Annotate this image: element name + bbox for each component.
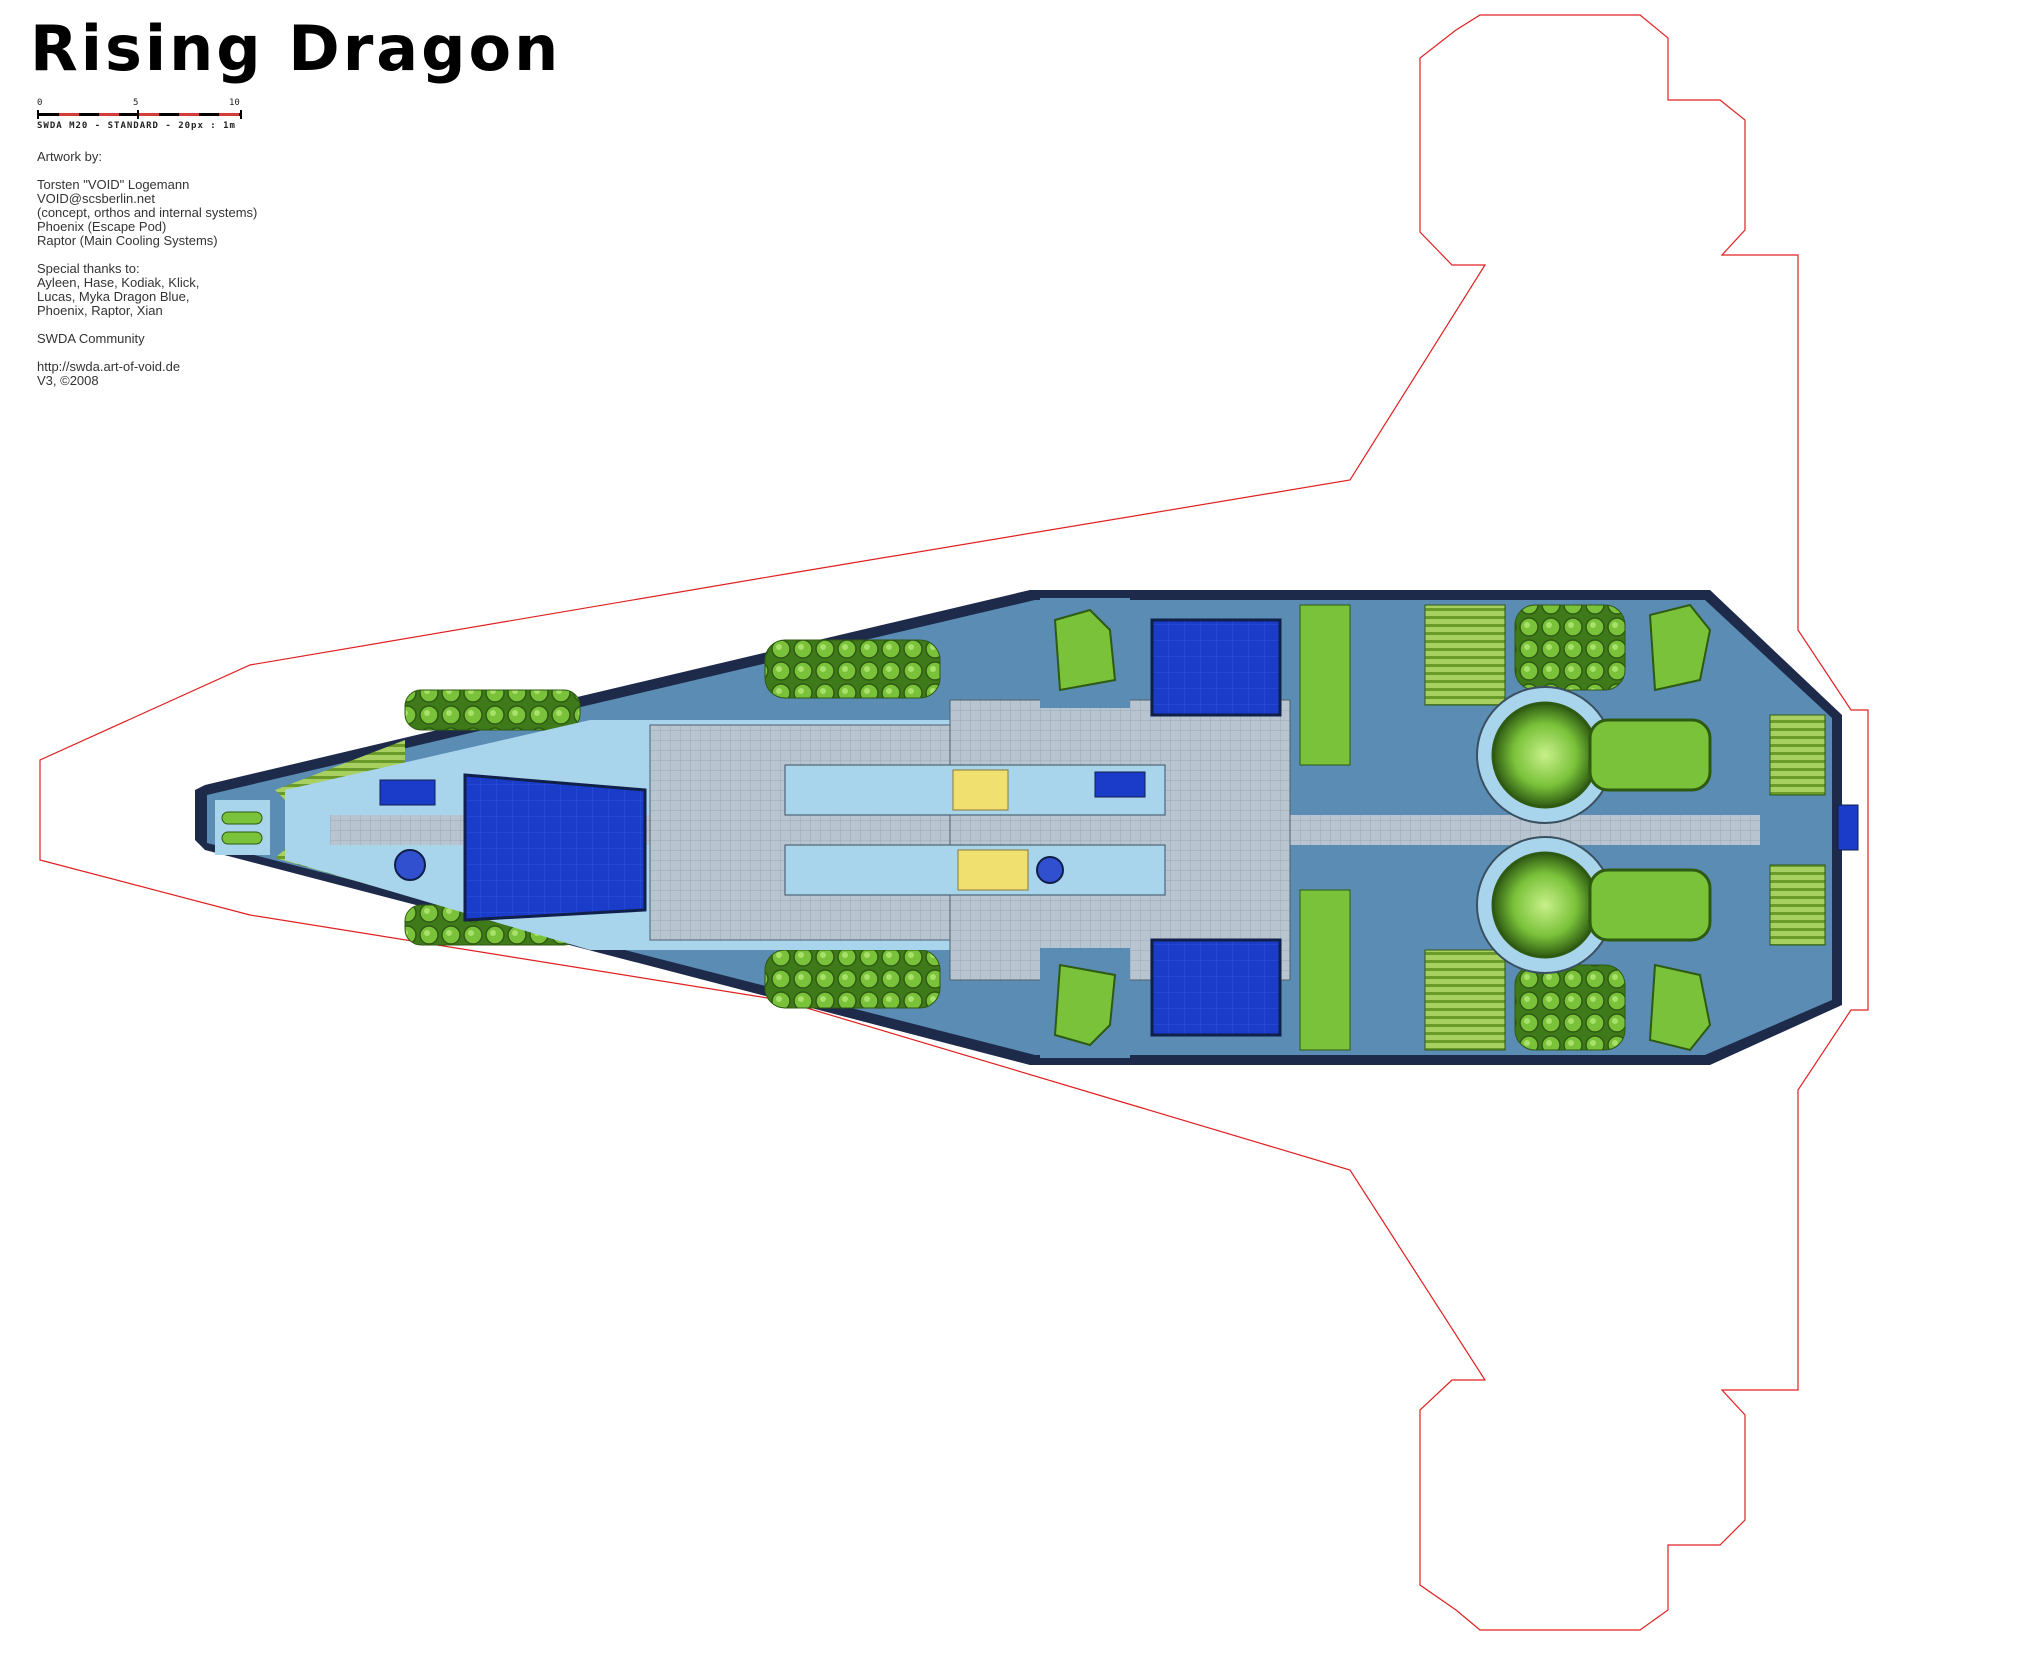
bow-equipment — [215, 800, 270, 855]
credits-thanks-line: Special thanks to: — [37, 261, 140, 276]
engine-drive-top — [1588, 718, 1712, 792]
mid-pod — [1036, 856, 1064, 884]
forward-pod — [394, 849, 426, 881]
medbay — [957, 849, 1029, 891]
scale-bar: 0 5 10 SWDA M20 - STANDARD - 20px : 1m — [37, 98, 242, 131]
aft-hatch — [1837, 804, 1859, 851]
credits-artist-line: (concept, orthos and internal systems) — [37, 205, 258, 220]
scale-caption: SWDA M20 - STANDARD - 20px : 1m — [37, 121, 236, 131]
credits-thanks-line: Lucas, Myka Dragon Blue, — [37, 289, 190, 304]
credits-thanks-line: Phoenix, Raptor, Xian — [37, 303, 163, 318]
credits-artist-line: Torsten "VOID" Logemann — [37, 177, 190, 192]
credits-artist-line: Raptor (Main Cooling Systems) — [37, 233, 218, 248]
credits-url: http://swda.art-of-void.de — [37, 359, 181, 374]
engine-machinery-top — [1040, 598, 1712, 766]
turbine-top — [1491, 701, 1599, 809]
scale-tick-0: 0 — [37, 98, 43, 108]
credits-artist-line: Phoenix (Escape Pod) — [37, 219, 167, 234]
scale-ruler — [37, 110, 242, 119]
ship-title: Rising Dragon — [30, 12, 562, 85]
forward-pod-bank-top — [404, 689, 581, 731]
forward-screen — [379, 779, 436, 806]
credits-thanks-line: Ayleen, Hase, Kodiak, Klick, — [37, 275, 200, 290]
forward-cargo-bay — [463, 773, 647, 922]
escape-pod-screen — [1094, 771, 1146, 798]
credits-community: SWDA Community — [37, 331, 145, 346]
central-hall — [949, 699, 1291, 981]
scale-tick-10: 10 — [229, 98, 240, 108]
scale-tick-labels: 0 5 10 — [37, 98, 242, 110]
engine-machinery-bottom — [1040, 889, 1712, 1058]
credits-heading: Artwork by: — [37, 149, 103, 164]
credits-artist-line: VOID@scsberlin.net — [37, 191, 155, 206]
engine-drive-bottom — [1588, 868, 1712, 942]
aft-thruster-top — [1769, 714, 1826, 796]
credits-block: Artwork by: Torsten "VOID" Logemann VOID… — [37, 150, 257, 388]
galley — [952, 769, 1009, 811]
hangar-bay-bottom — [1150, 938, 1282, 1037]
turbine-bottom — [1491, 851, 1599, 959]
mid-pod-bank-top — [764, 639, 941, 699]
scale-tick-5: 5 — [133, 98, 139, 108]
ortho-outline — [39, 14, 1869, 1631]
credits-version: V3, ©2008 — [37, 373, 99, 388]
aft-thruster-bottom — [1769, 864, 1826, 946]
mid-pod-bank-bottom — [764, 949, 941, 1009]
hangar-bay-top — [1150, 618, 1282, 717]
